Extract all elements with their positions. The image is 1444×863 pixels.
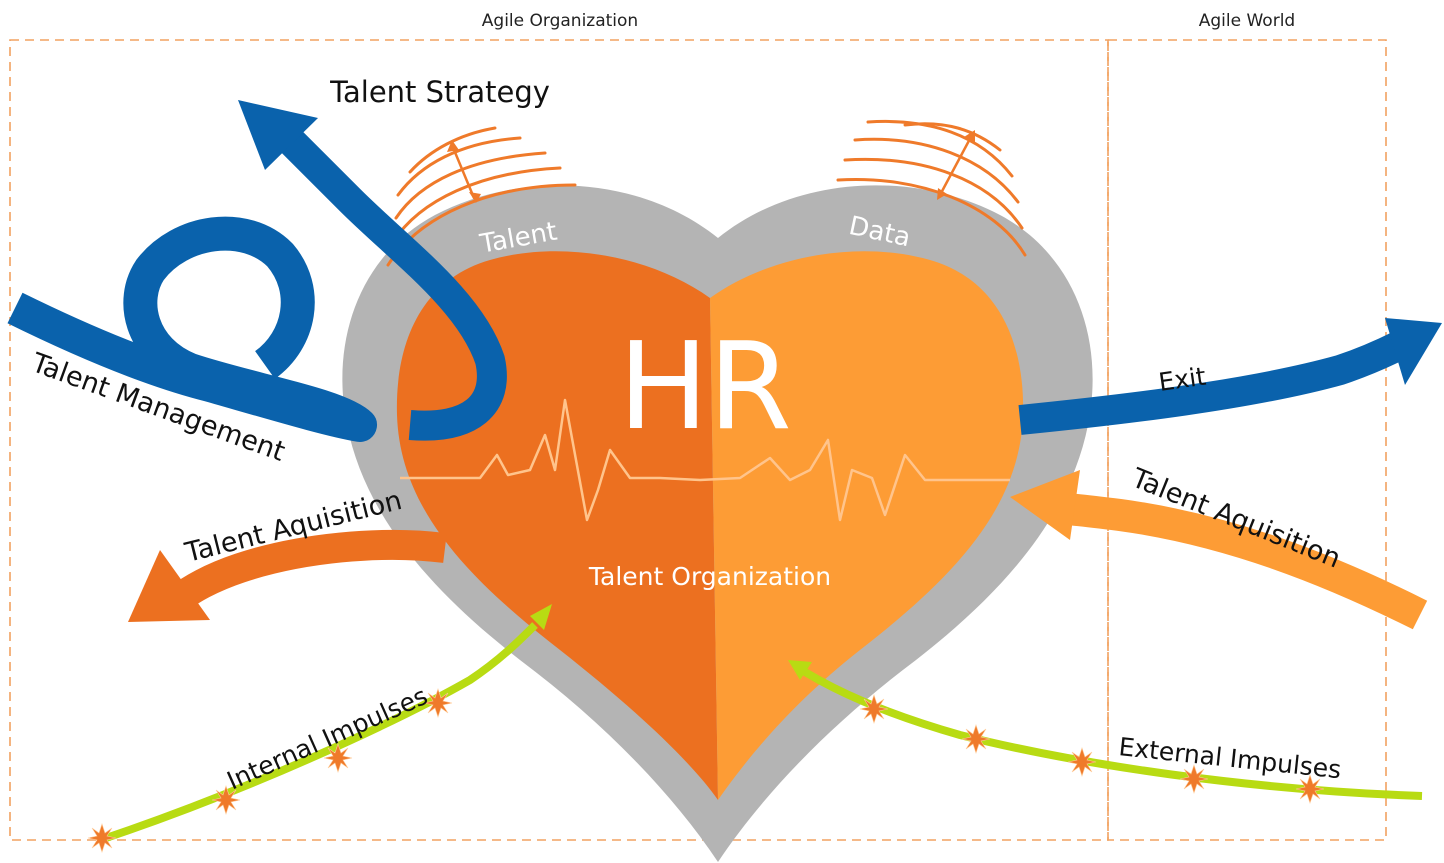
talent-acquisition-out-arrowhead xyxy=(128,550,210,622)
talent-acquisition-out-flow xyxy=(170,529,447,610)
signal-waves-right xyxy=(836,119,1027,257)
agile-world-label: Agile World xyxy=(1199,11,1295,31)
talent-strategy-flow xyxy=(274,124,507,441)
agile-organization-label: Agile Organization xyxy=(482,11,638,31)
exit-arrowhead xyxy=(1385,318,1442,385)
exit-flow xyxy=(1018,331,1407,435)
heartbeat-line xyxy=(400,398,1010,522)
external-impulses-arrowhead xyxy=(788,660,812,680)
impulse-burst-icon xyxy=(87,823,117,853)
heart-title: HR xyxy=(618,318,792,457)
internal-impulses-flow xyxy=(98,622,538,844)
internal-impulses-label: Internal Impulses xyxy=(223,681,432,795)
talent-management-flow xyxy=(7,216,377,442)
heart-right-half xyxy=(710,251,1024,800)
external-impulses-label: External Impulses xyxy=(1117,732,1342,784)
talent-strategy-arrowhead xyxy=(238,100,318,170)
external-impulses-flow xyxy=(802,668,1423,800)
heart-core-label: Talent Organization xyxy=(588,562,831,591)
internal-impulses-arrowhead xyxy=(530,604,552,630)
talent-strategy-label: Talent Strategy xyxy=(329,75,550,109)
agile-organization-frame xyxy=(9,39,1109,841)
agile-world-frame xyxy=(1107,39,1387,841)
impulse-burst-icon xyxy=(961,724,991,754)
impulse-burst-icon xyxy=(859,694,889,724)
impulse-burst-icon xyxy=(1067,747,1097,777)
talent-acquisition-in-arrowhead xyxy=(1010,470,1080,540)
exit-label: Exit xyxy=(1157,362,1208,397)
